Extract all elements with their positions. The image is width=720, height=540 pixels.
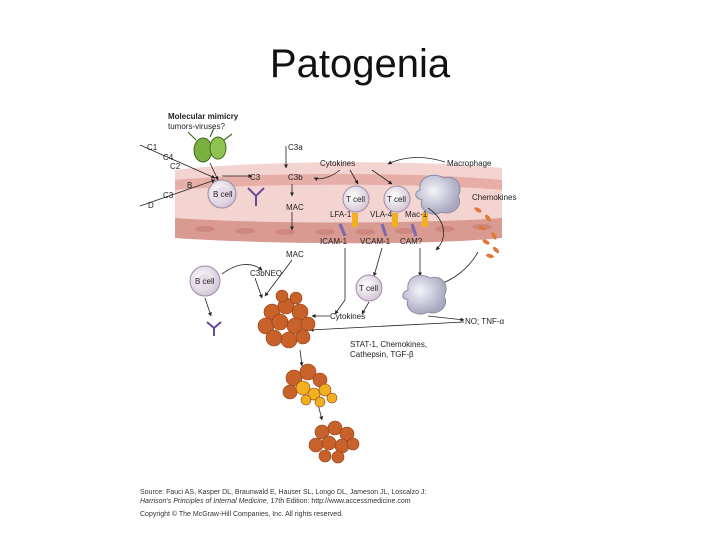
vla4-label: VLA-4 [370,210,393,219]
chemokines-label: Chemokines [472,193,516,202]
cytokines-lower-label: Cytokines [330,312,365,321]
no-tnf-label: NO; TNF-α [465,317,505,326]
mimicry-label: Molecular mimicry [168,112,239,121]
c3a-label: C3a [288,143,303,152]
t-cell-2-label: T cell [387,195,406,204]
effectors-line-1: STAT-1, Chemokines, [350,340,427,349]
antibody-icon [247,187,265,206]
effectors-line-2: Cathepsin, TGF-β [350,350,414,359]
d-label: D [148,201,154,210]
c2-label: C2 [170,162,181,171]
b-cell-upper [207,179,237,209]
c3bneo-label: C3bNEO [250,269,282,278]
adhesion-molecules [338,213,428,237]
cytokines-upper-label: Cytokines [320,159,355,168]
virus-icon [187,127,233,163]
lfa1-label: LFA-1 [330,210,352,219]
t-cell-lower-label: T cell [359,284,378,293]
c3-left-label: C3 [163,191,174,200]
slide-title: Patogenia [269,42,451,86]
endothelium-band [175,162,502,244]
mimicry-sublabel: tumors-viruses? [168,122,225,131]
c3-label: C3 [250,173,261,182]
source-book-title: Harrison's Principles of Internal Medici… [140,498,267,505]
t-cell-lower [355,274,383,302]
camp-label: CAM? [400,237,423,246]
t-cell-1 [342,185,370,213]
b-cell-lower-label: B cell [195,277,215,286]
source-edition: , 17th Edition: http://www.accessmedicin… [267,498,411,505]
b-label: B [187,181,192,190]
chemokine-particles [474,207,500,259]
macrophage-label: Macrophage [447,159,492,168]
islet-cluster-3 [308,420,360,464]
islet-cluster-2 [282,363,338,408]
copyright-line: Copyright © The McGraw-Hill Companies, I… [140,510,343,518]
antibody-lower-icon [206,321,222,336]
source-line-2: Harrison's Principles of Internal Medici… [140,498,411,505]
t-cell-1-label: T cell [346,195,365,204]
c3b-label: C3b [288,173,303,182]
icam1-label: ICAM-1 [320,237,348,246]
b-cell-lower [189,265,221,297]
vcam1-label: VCAM-1 [360,237,391,246]
islet-cluster-1 [257,289,316,349]
mac-lower-label: MAC [286,250,304,259]
b-cell-upper-label: B cell [213,190,233,199]
mac1-label: Mac-1 [405,210,428,219]
t-cell-2 [383,185,411,213]
source-line-1: Source: Fauci AS, Kasper DL, Braunwald E… [140,489,426,496]
macrophage-lower [402,274,447,315]
macrophage-upper [415,174,461,215]
mac-upper-label: MAC [286,203,304,212]
c1-label: C1 [147,143,158,152]
